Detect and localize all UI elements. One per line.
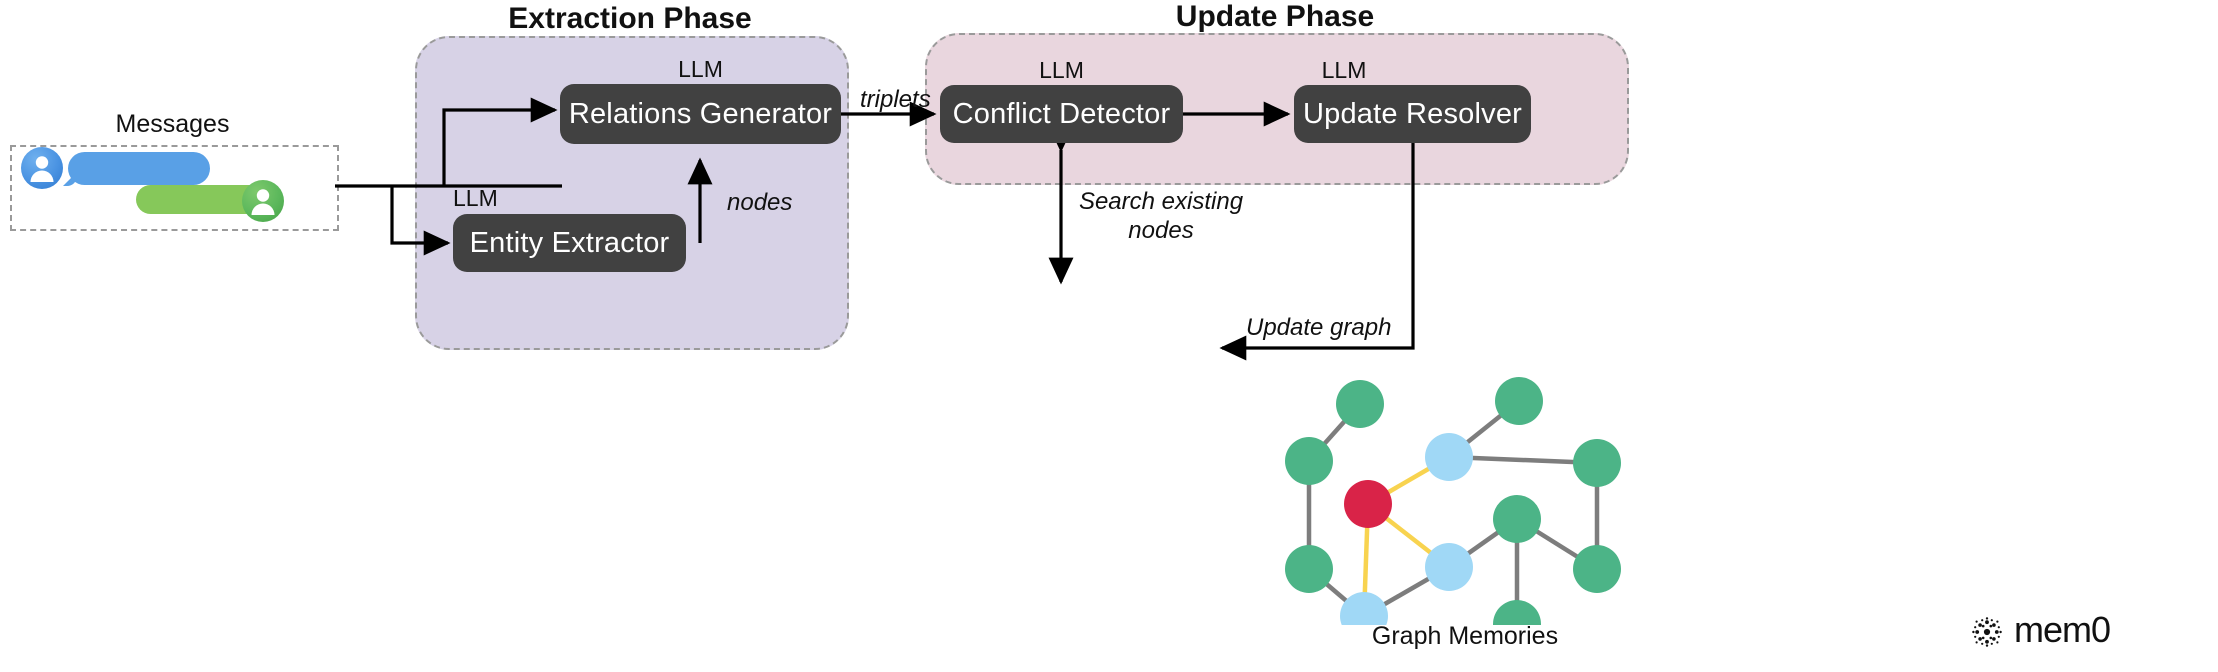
entity-extractor-box[interactable]: Entity Extractor <box>453 214 686 272</box>
extraction-phase-title: Extraction Phase <box>508 2 752 35</box>
update-resolver-box[interactable]: Update Resolver <box>1294 85 1531 143</box>
graph-nodes <box>1285 377 1621 625</box>
user-avatar-blue-icon <box>21 147 63 189</box>
graph-node-blue <box>1425 543 1473 591</box>
update-resolver-llm-caption: LLM <box>1321 57 1367 83</box>
entity-extractor-label: Entity Extractor <box>469 226 670 259</box>
graph-node-green <box>1495 377 1543 425</box>
update-resolver-label: Update Resolver <box>1303 97 1522 130</box>
graph-node-green <box>1336 380 1384 428</box>
relations-generator-label: Relations Generator <box>568 97 833 130</box>
edge-label-search-existing-nodes-line1: Search existing <box>1078 188 1244 215</box>
conflict-detector-label: Conflict Detector <box>952 97 1171 130</box>
svg-text:mem0: mem0 <box>2014 612 2110 650</box>
graph-node-green <box>1493 495 1541 543</box>
messages-title: Messages <box>115 110 230 138</box>
edge-label-search-existing-nodes: Search existing nodes <box>1066 187 1256 246</box>
edge-label-update-graph: Update graph <box>1246 314 1392 341</box>
conflict-detector-box[interactable]: Conflict Detector <box>940 85 1183 143</box>
edge-label-search-existing-nodes-line2: nodes <box>1128 217 1194 245</box>
graph-memories-visualization <box>1285 377 1621 625</box>
edge-label-nodes: nodes <box>727 189 793 216</box>
graph-node-blue <box>1340 592 1388 625</box>
graph-node-green <box>1285 545 1333 593</box>
graph-node-red <box>1344 480 1392 528</box>
relations-generator-llm-caption: LLM <box>678 56 723 82</box>
message-bubble-blue <box>68 152 210 185</box>
mem0-mark-icon <box>1972 617 2002 647</box>
conflict-detector-llm-caption: LLM <box>1039 57 1084 83</box>
relations-generator-box[interactable]: Relations Generator <box>560 84 841 144</box>
graph-node-green <box>1573 439 1621 487</box>
graph-node-blue <box>1425 433 1473 481</box>
graph-node-green <box>1573 545 1621 593</box>
graph-edge <box>1448 454 1598 466</box>
mem0-logo: mem0 <box>1970 612 2122 652</box>
graph-node-green <box>1493 600 1541 625</box>
update-phase-title: Update Phase <box>1175 0 1375 33</box>
graph-node-green <box>1285 437 1333 485</box>
edge-label-triplets: triplets <box>860 86 931 113</box>
user-avatar-green-icon <box>242 180 284 222</box>
graph-memories-label: Graph Memories <box>1371 622 1559 650</box>
mem0-wordmark: mem0 <box>2014 612 2111 650</box>
entity-extractor-llm-caption: LLM <box>453 185 498 211</box>
